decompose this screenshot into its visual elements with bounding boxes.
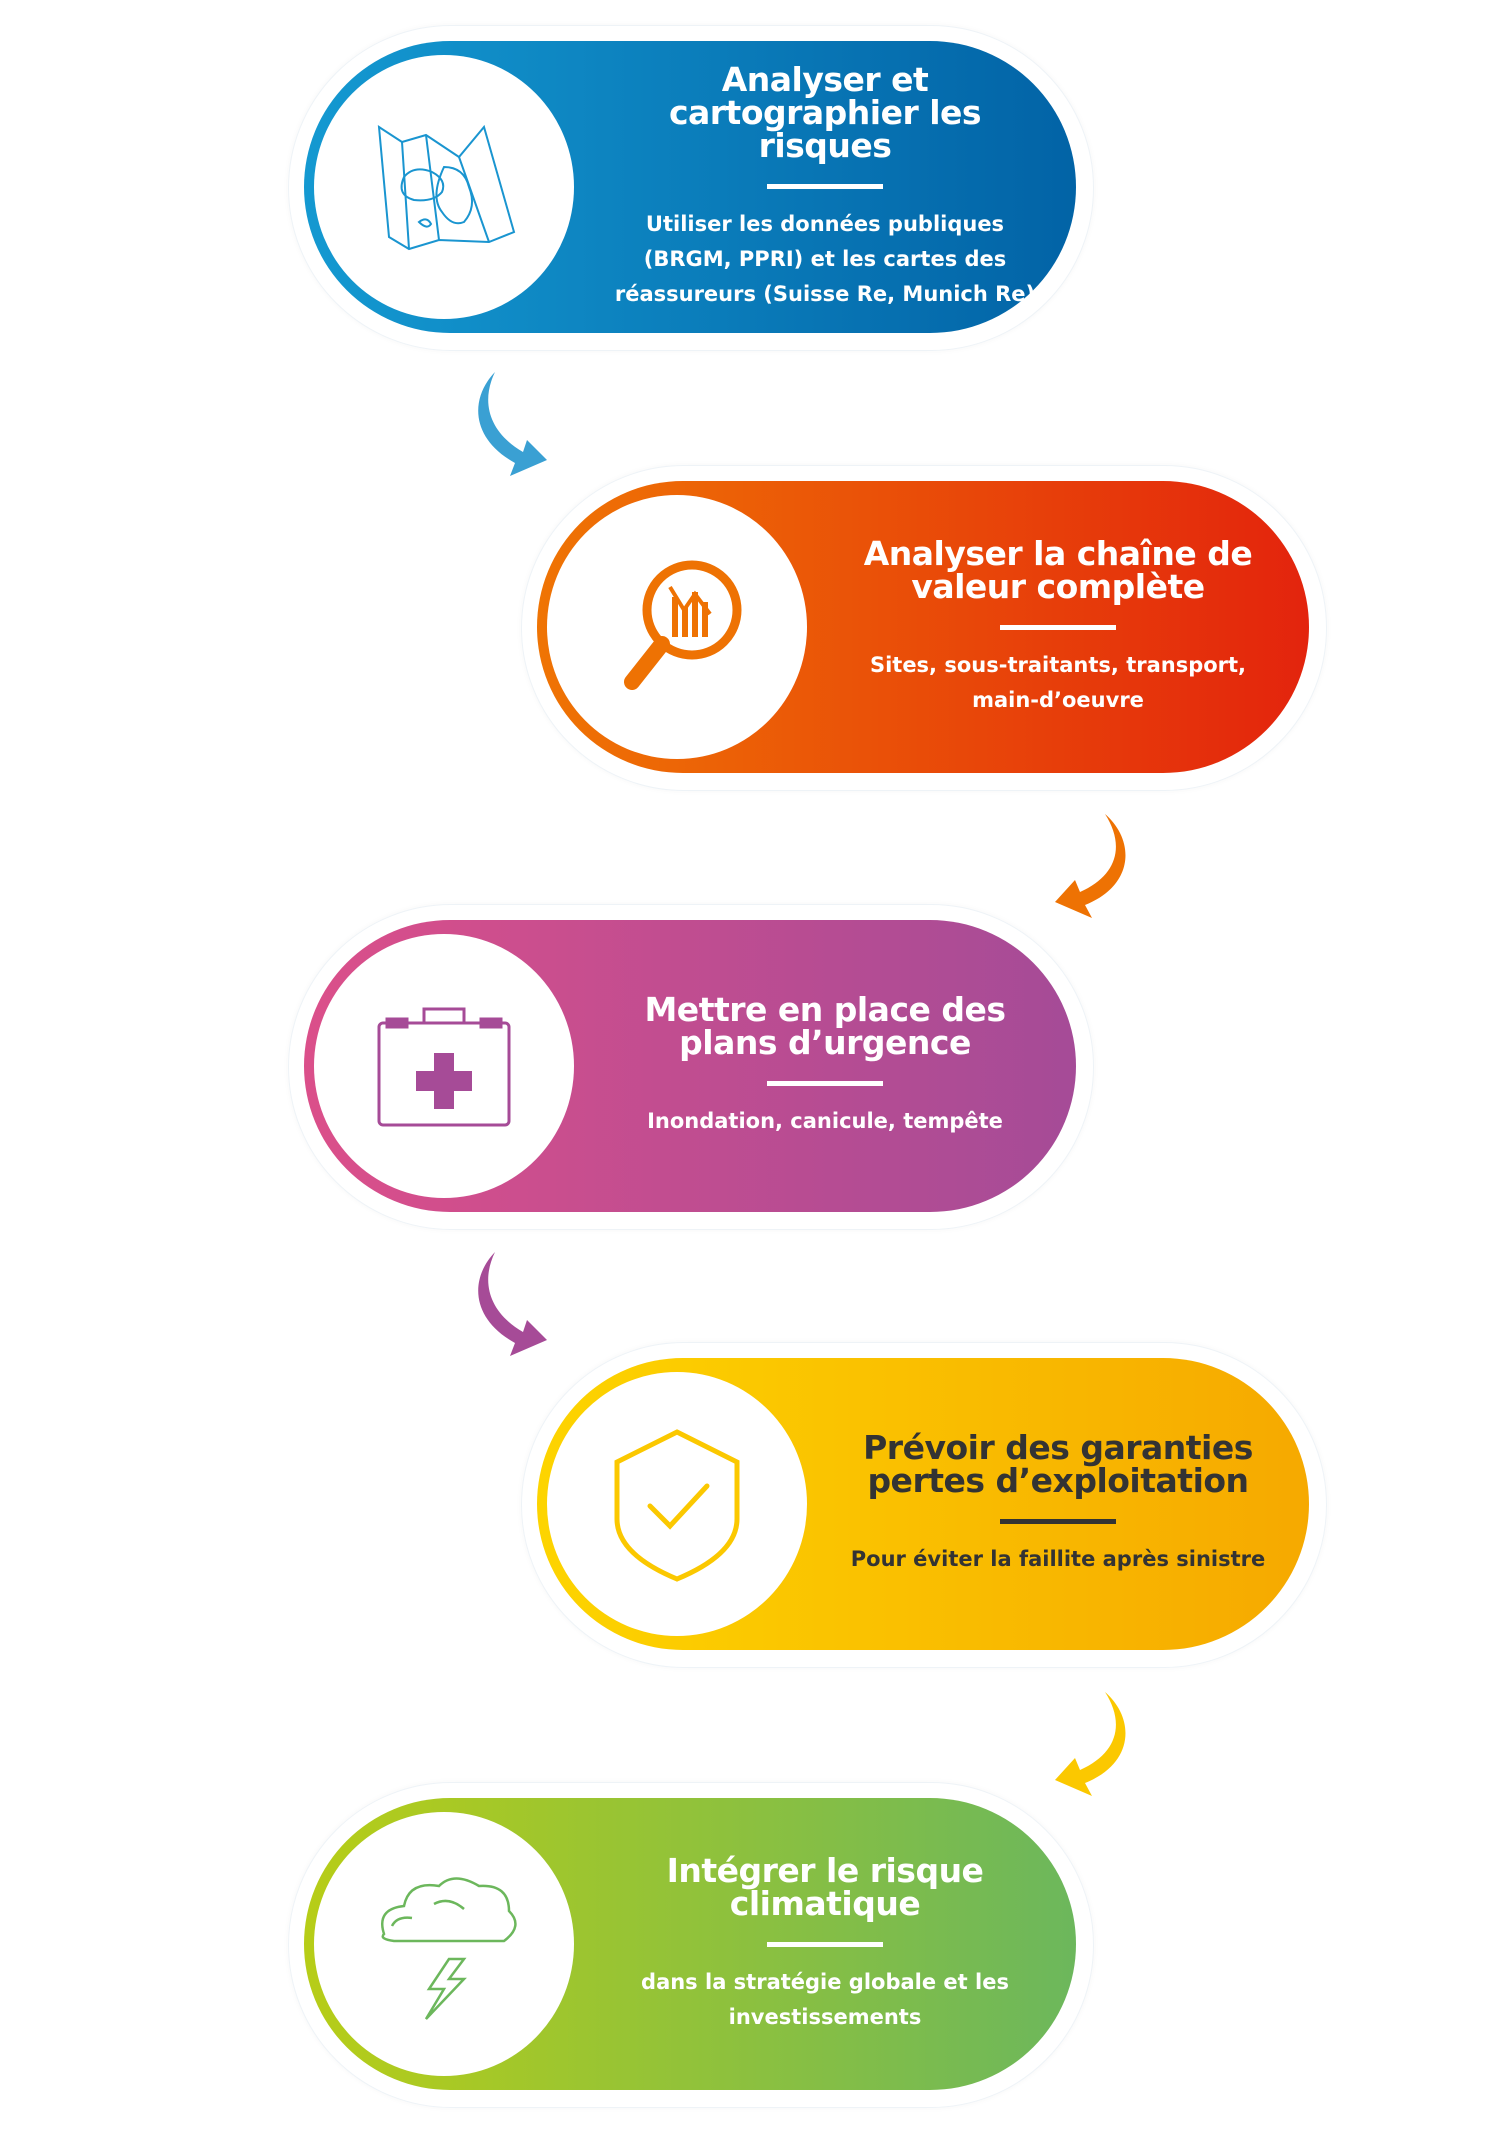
curved-arrow-icon	[478, 1252, 547, 1356]
divider	[767, 1081, 883, 1086]
step-card-business-interruption: Prévoir des garanties pertes d’exploitat…	[537, 1358, 1309, 1650]
step-description: dans la stratégie globale et les investi…	[641, 1969, 1009, 2029]
step-card-climate-risk: Intégrer le risque climatique dans la st…	[304, 1798, 1076, 2090]
divider	[767, 1941, 883, 1947]
curved-arrow-icon	[478, 372, 547, 476]
step-card-value-chain: Analyser la chaîne de valeur complète Si…	[537, 481, 1309, 773]
icon-circle	[314, 934, 574, 1198]
step-title: Analyser la chaîne de valeur complète	[863, 533, 1253, 606]
curved-arrow-icon	[1055, 814, 1126, 918]
shield-check-icon	[614, 1429, 740, 1582]
magnifier-chart-icon	[624, 560, 742, 690]
step-description: Inondation, canicule, tempête	[647, 1109, 1003, 1133]
step-card-emergency-plans: Mettre en place des plans d’urgence Inon…	[304, 920, 1076, 1212]
step-title: Prévoir des garanties pertes d’exploitat…	[863, 1428, 1253, 1500]
step-description: Utiliser les données publiques (BRGM, PP…	[614, 211, 1036, 306]
step-card-map-risks: Analyser et cartographier les risques Ut…	[304, 41, 1076, 333]
divider	[1000, 1519, 1116, 1524]
step-description: Pour éviter la faillite après sinistre	[850, 1547, 1266, 1571]
map-icon	[377, 124, 516, 251]
icon-circle	[314, 1812, 574, 2076]
step-description: Sites, sous-traitants, transport, main-d…	[869, 652, 1247, 712]
icon-circle	[314, 55, 574, 319]
step-title: Analyser et cartographier les risques	[668, 59, 982, 165]
step-title: Mettre en place des plans d’urgence	[644, 990, 1006, 1062]
icon-circle	[547, 495, 807, 759]
first-aid-kit-icon	[377, 1007, 511, 1127]
storm-cloud-icon	[381, 1877, 517, 2020]
step-title: Intégrer le risque climatique	[666, 1850, 984, 1923]
curved-arrow-icon	[1055, 1692, 1126, 1796]
divider	[767, 183, 883, 189]
divider	[1000, 624, 1116, 630]
icon-circle	[547, 1372, 807, 1636]
